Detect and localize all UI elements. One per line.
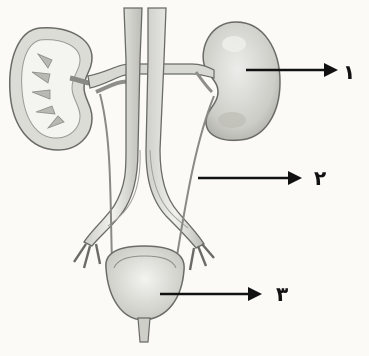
right-kidney xyxy=(203,22,280,140)
left-kidney xyxy=(10,28,96,150)
aorta-and-vena-cava xyxy=(74,8,214,270)
label-number-1: ۱ xyxy=(343,62,355,82)
arrow-2 xyxy=(198,171,302,185)
label-number-3: ۳ xyxy=(276,284,288,304)
label-number-2: ۲ xyxy=(314,168,326,188)
